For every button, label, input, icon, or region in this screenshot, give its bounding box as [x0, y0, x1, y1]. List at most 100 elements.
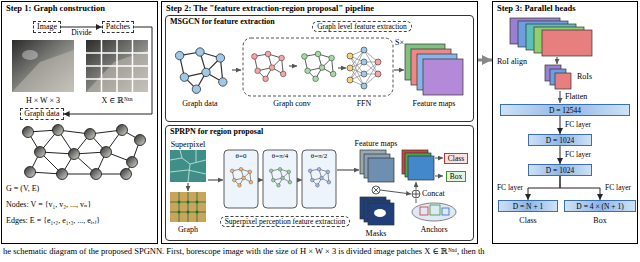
vector-bar: D = N + 1 — [498, 200, 558, 212]
figure-label: Feature maps — [355, 139, 398, 148]
input-tag: Patches — [102, 21, 134, 33]
module-box: MSGCN for feature extractionGraph level … — [165, 15, 474, 122]
node-text: Patches — [106, 22, 130, 32]
step-panel: Step 1: Graph constructionImage PatchesGr… — [1, 1, 158, 244]
figure-label: Concat — [422, 189, 445, 198]
flow-arrow — [435, 176, 443, 177]
concat-symbol — [412, 190, 420, 198]
node-text: D = 1024 — [546, 136, 574, 145]
node-text: Superpixel perception feature extraction — [225, 217, 346, 226]
image-patches — [86, 40, 148, 92]
figure-label: G = (V, E) — [6, 184, 39, 193]
graph-conv-figure — [252, 51, 286, 81]
flow-arrow — [338, 67, 346, 68]
orientation-blocks — [224, 150, 336, 208]
node-text: Step 1: Graph construction — [2, 2, 157, 14]
borescope-image — [12, 40, 74, 92]
figure-label: H × W × 3 — [26, 96, 60, 105]
vector-bar: D = 1024 — [528, 164, 592, 176]
flow-line — [416, 199, 417, 203]
figure-label: Masks — [366, 229, 387, 238]
figure-label: Graph — [178, 225, 198, 234]
connector — [560, 146, 561, 164]
figure-label: Flatten — [565, 92, 587, 101]
flow-arrow — [559, 91, 560, 103]
node-text: MSGCN for feature extraction — [166, 16, 473, 28]
figure-label: θ=0 — [236, 152, 247, 160]
figure-label: Anchors — [420, 225, 447, 234]
figure-label: θ=π/2 — [311, 152, 327, 160]
repeat-bracket — [243, 38, 393, 96]
masks-figure — [360, 197, 394, 225]
node-text: D = 1024 — [546, 166, 574, 175]
flow-arrow — [380, 190, 411, 194]
superpixel-figure — [170, 150, 206, 182]
vector-bar: D = 4 × (N + 1) — [564, 200, 636, 212]
node-text: Step 3: Parallel heads — [493, 2, 637, 14]
step-panel: Step 2: The "feature extraction-region p… — [161, 1, 478, 244]
input-tag: Graph data — [20, 108, 63, 120]
figure-label: Graph conv — [273, 99, 311, 108]
figure-label: RoIs — [577, 72, 592, 81]
connector — [64, 27, 152, 114]
output-box: Class — [444, 153, 468, 164]
sprpn-feature-maps — [360, 150, 394, 182]
vector-bar: D = 1024 — [528, 134, 592, 146]
figure-label: Nodes: V = {v₁, v₂, ..., vₙ} — [6, 200, 91, 209]
figure-label: Superpixel — [171, 140, 206, 149]
patch-graph — [23, 125, 146, 180]
figure-label: X ∈ ℝᴺˣⁿ — [102, 96, 133, 105]
edge-label: FC layer — [604, 184, 632, 193]
concat-maps — [402, 150, 434, 180]
figure-label: RoI align — [497, 57, 527, 66]
callout-box: Graph level feature extraction — [312, 21, 412, 32]
step-panel: Step 3: Parallel headsD = 12544D = 1024D… — [492, 1, 638, 244]
flow-arrow — [187, 183, 188, 191]
figure-label: FFN — [357, 99, 372, 108]
connector — [478, 59, 492, 62]
rois-figure — [545, 65, 571, 89]
flow-arrow — [435, 158, 443, 159]
node-text: Graph level feature extraction — [317, 22, 407, 31]
flow-arrow — [556, 57, 557, 64]
node-text: D = 4 × (N + 1) — [576, 202, 623, 211]
feature-maps-figure — [405, 44, 463, 95]
edge-label: Divide — [70, 29, 92, 38]
input-tag: Image — [33, 21, 61, 33]
superpixel-graph-figure — [170, 192, 206, 222]
figure-label: Graph data — [182, 99, 217, 108]
roi-feature-maps — [510, 18, 592, 56]
figure-label: Class — [519, 216, 536, 225]
module-box: SPRPN for region proposalSuperpixel perc… — [165, 125, 474, 241]
edge-label: FC layer — [564, 151, 592, 160]
node-text: Graph data — [24, 109, 59, 119]
graph-conv-figure — [302, 51, 336, 81]
edge-label: FC layer — [564, 121, 592, 130]
node-text: D = 12544 — [549, 106, 581, 115]
edge-label: FC layer — [496, 184, 524, 193]
figure-label: Edges: E = {e₁,₂, e₁,₃, ..., eᵢ,ⱼ} — [6, 216, 100, 225]
connector — [560, 116, 561, 134]
flow-arrow — [289, 65, 297, 66]
connector — [560, 176, 600, 200]
ffn-figure — [347, 47, 381, 89]
flow-arrow — [416, 182, 417, 189]
caption: he schematic diagram of the proposed SPG… — [3, 247, 485, 257]
node-text: Box — [450, 172, 463, 181]
multiply-symbol — [372, 186, 380, 194]
figure-label: S× — [395, 38, 404, 47]
connector — [528, 176, 560, 200]
anchors-cloud — [412, 203, 456, 221]
flow-arrow — [337, 169, 359, 170]
figure-label: Box — [593, 216, 606, 225]
callout-box: Superpixel perception feature extraction — [220, 216, 351, 227]
node-text: Step 2: The "feature extraction-region p… — [162, 2, 477, 14]
graph-data-figure — [175, 48, 227, 94]
flow-arrow — [208, 179, 223, 180]
flow-arrow — [232, 69, 241, 70]
figure-label: θ=π/4 — [272, 152, 288, 160]
vector-bar: D = 12544 — [500, 104, 630, 116]
